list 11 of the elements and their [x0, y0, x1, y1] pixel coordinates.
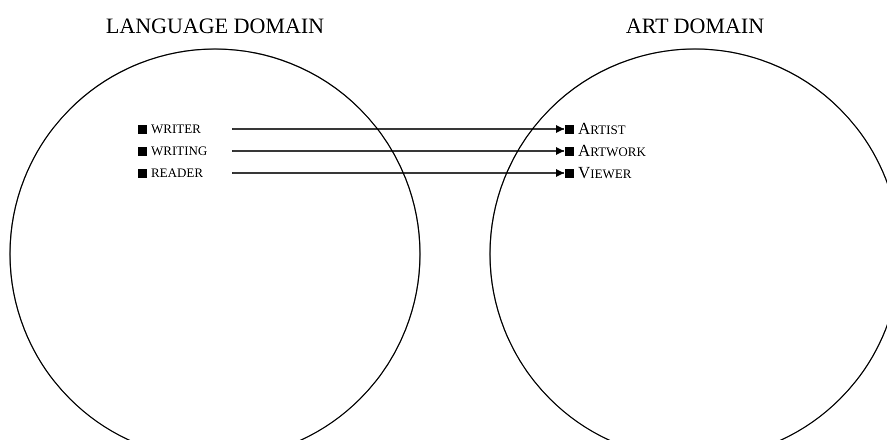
item-label: READER — [151, 164, 204, 182]
item-label: VIEWER — [578, 164, 632, 182]
item-label: ARTWORK — [578, 142, 647, 160]
arrow — [232, 169, 564, 177]
domain-title: ART DOMAIN — [626, 12, 764, 40]
item-label: WRITING — [151, 142, 208, 160]
domain-title: LANGUAGE DOMAIN — [106, 12, 324, 40]
item-label: WRITER — [151, 120, 202, 138]
item-label: ARTIST — [578, 120, 627, 138]
arrow — [232, 147, 564, 155]
arrow — [232, 125, 564, 133]
